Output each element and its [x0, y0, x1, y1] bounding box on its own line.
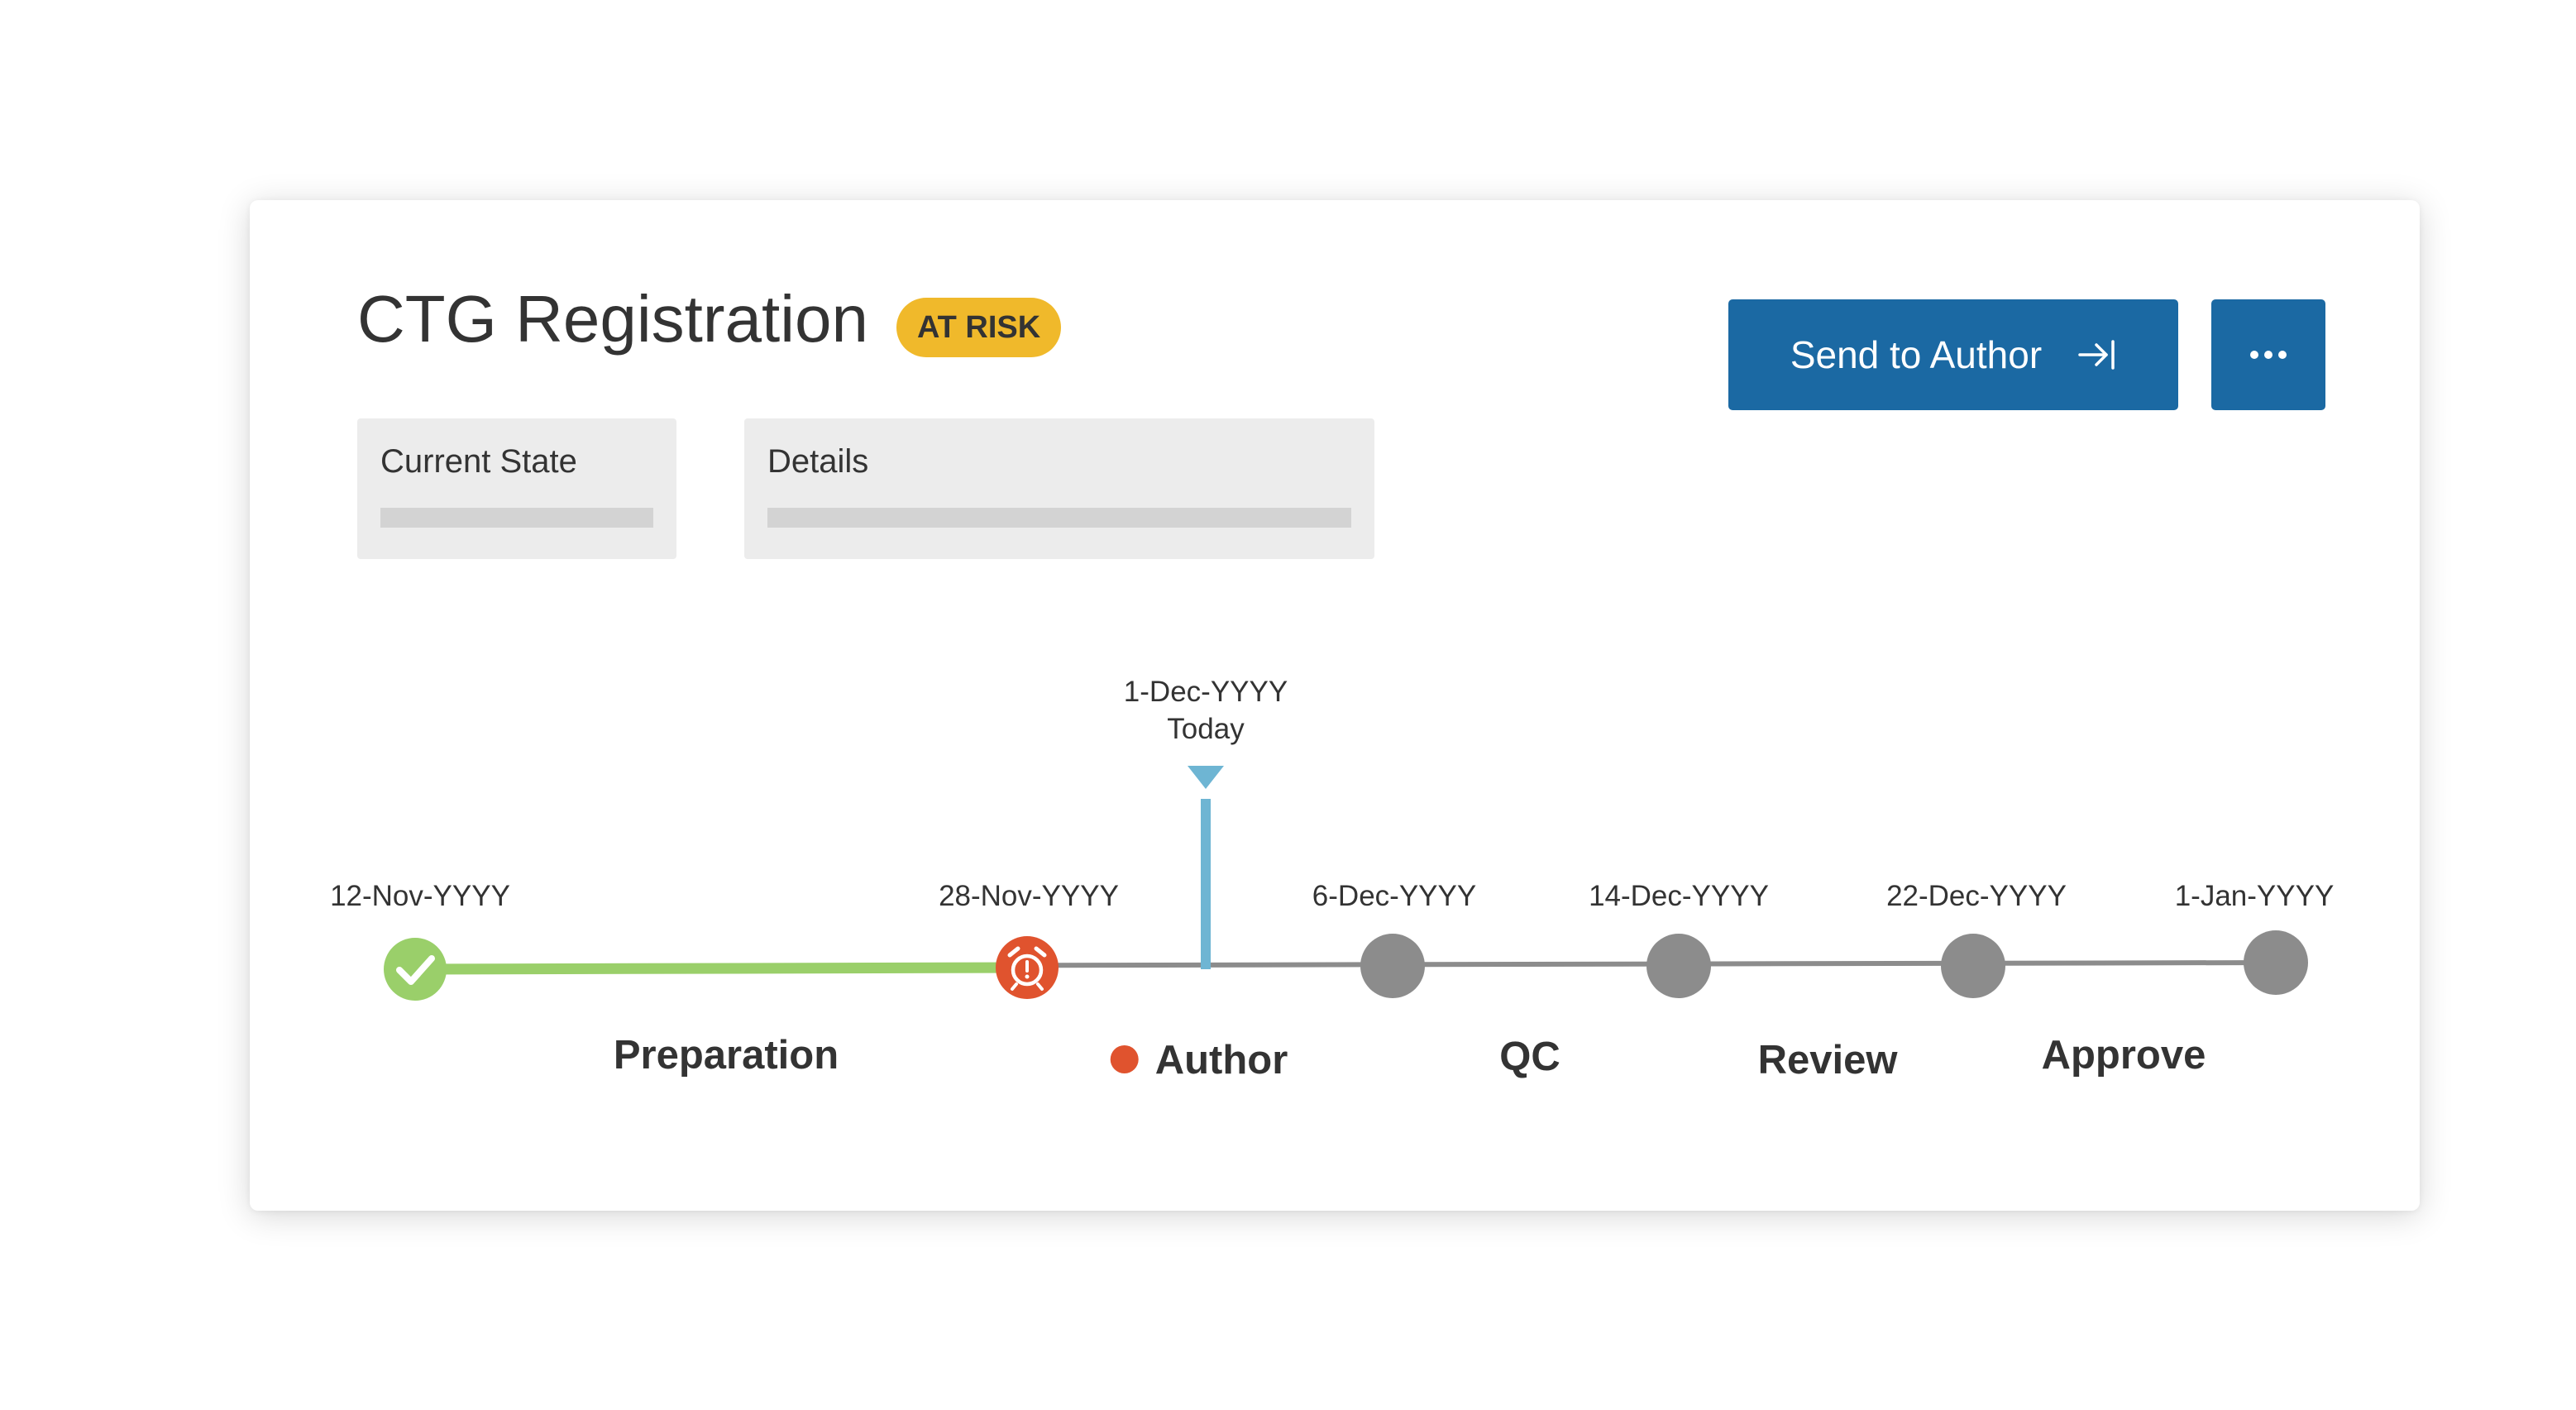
- milestone-date: 12-Nov-YYYY: [330, 880, 510, 912]
- status-badge: AT RISK: [896, 298, 1062, 357]
- today-text: Today: [1167, 713, 1245, 745]
- ellipsis-icon: [2249, 350, 2287, 360]
- alarm-clock-icon: [1007, 946, 1047, 991]
- milestone-at-risk[interactable]: [996, 936, 1059, 999]
- milestone-complete[interactable]: [384, 938, 447, 1001]
- today-marker-line: [1201, 799, 1211, 969]
- stage-label: QC: [1499, 1035, 1560, 1079]
- details-placeholder: [767, 508, 1351, 528]
- milestone-pending[interactable]: [2244, 930, 2308, 995]
- milestone-pending[interactable]: [1360, 934, 1425, 998]
- arrow-to-bar-icon: [2077, 338, 2116, 371]
- more-options-button[interactable]: [2211, 299, 2325, 410]
- check-icon: [396, 955, 435, 985]
- stage-label: Preparation: [613, 1033, 839, 1078]
- today-marker-triangle: [1188, 766, 1224, 789]
- current-state-panel: Current State: [357, 418, 676, 559]
- send-to-author-button[interactable]: Send to Author: [1728, 299, 2178, 410]
- stage-label-text: Author: [1154, 1038, 1288, 1083]
- milestone-date: 28-Nov-YYYY: [939, 880, 1119, 912]
- page-title: CTG Registration: [357, 282, 868, 356]
- stage-label-current: Author: [1110, 1037, 1288, 1083]
- current-state-placeholder: [380, 508, 653, 528]
- current-state-label: Current State: [380, 443, 577, 480]
- registration-card: CTG Registration AT RISK Send to Author …: [250, 200, 2420, 1211]
- today-label: 1-Dec-YYYY Today: [1124, 673, 1288, 748]
- details-label: Details: [767, 443, 869, 480]
- milestone-date: 6-Dec-YYYY: [1312, 880, 1477, 912]
- milestone-pending[interactable]: [1646, 934, 1711, 998]
- milestone-date: 1-Jan-YYYY: [2174, 880, 2335, 912]
- milestone-pending[interactable]: [1941, 934, 2005, 998]
- timeline-line-complete: [414, 962, 1028, 975]
- milestone-date: 22-Dec-YYYY: [1886, 880, 2067, 912]
- send-to-author-label: Send to Author: [1790, 333, 2043, 376]
- timeline-line-pending: [778, 960, 2277, 968]
- current-stage-dot-icon: [1110, 1045, 1139, 1074]
- today-date: 1-Dec-YYYY: [1123, 676, 1288, 708]
- milestone-date: 14-Dec-YYYY: [1589, 880, 1769, 912]
- stage-label: Approve: [2041, 1033, 2206, 1078]
- stage-label: Review: [1757, 1038, 1898, 1083]
- details-panel: Details: [744, 418, 1374, 559]
